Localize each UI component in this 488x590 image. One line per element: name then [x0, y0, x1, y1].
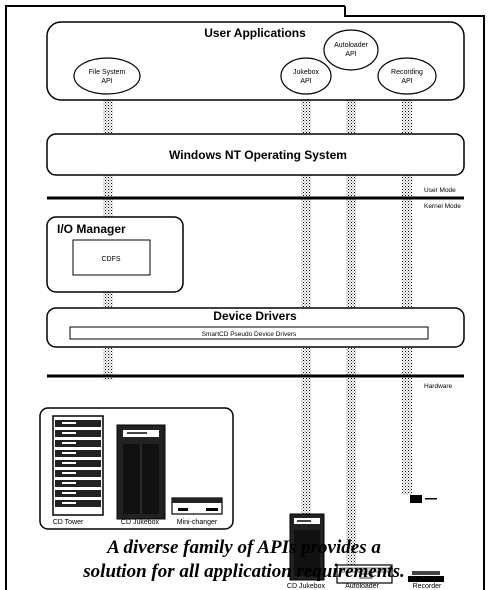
windows-nt-box [46, 133, 465, 176]
connector-recording-upper [402, 94, 412, 134]
connector-filesystem-upper [103, 94, 113, 134]
connector-autoloader-upper [346, 70, 356, 134]
io-manager-title: I/O Manager [57, 222, 126, 236]
user-applications-title: User Applications [204, 26, 306, 40]
mini-changer-device [171, 497, 223, 515]
autoloader-api-oval [323, 29, 379, 71]
frame-right [344, 6, 485, 590]
frame-left-top [5, 5, 345, 590]
jukebox-api-oval [280, 57, 332, 95]
kernel-mode-label: Kernel Mode [424, 203, 461, 210]
cdfs-label: CDFS [101, 256, 120, 263]
cd-jukebox-right-label: CD Jukebox [287, 583, 326, 590]
recorder-device [408, 495, 444, 582]
cd-jukebox-device-right [289, 513, 325, 581]
connector-recording-hardware [402, 347, 412, 495]
connector-jukebox-lower [301, 175, 311, 308]
device-drivers-title: Device Drivers [213, 309, 297, 323]
cdfs-box [72, 239, 151, 276]
connector-filesystem-lower [103, 175, 113, 217]
mini-changer-label: Mini-changer [177, 519, 218, 526]
cd-tower-label: CD Tower [53, 519, 84, 526]
connector-recording-lower [402, 175, 412, 308]
cd-tower-device [52, 415, 104, 516]
recording-api-oval [377, 57, 437, 95]
autoloader-device [336, 564, 393, 584]
recorder-label: Recorder [413, 583, 442, 590]
hardware-label: Hardware [424, 383, 453, 390]
cd-jukebox-device-left [116, 424, 166, 520]
connector-jukebox-upper [301, 94, 311, 134]
caption-line-1: A diverse family of APIs provides a [107, 537, 381, 558]
connector-jukebox-hardware [301, 347, 311, 515]
windows-nt-title: Windows NT Operating System [169, 148, 347, 162]
connector-autoloader-lower [346, 175, 356, 308]
pseudo-drivers-bar [69, 326, 429, 340]
cd-jukebox-left-label: CD Jukebox [121, 519, 160, 526]
connector-io-drivers [103, 292, 113, 308]
caption-line-2: solution for all application requirement… [83, 561, 405, 582]
connector-drivers-hardware-left [103, 347, 113, 380]
user-mode-label: User Mode [424, 187, 456, 194]
connector-autoloader-hardware [346, 347, 356, 582]
autoloader-label: Autoloader [345, 583, 380, 590]
pseudo-drivers-label: SmartCD Pseudo Device Drivers [202, 331, 297, 338]
filesystem-api-oval [73, 57, 141, 95]
